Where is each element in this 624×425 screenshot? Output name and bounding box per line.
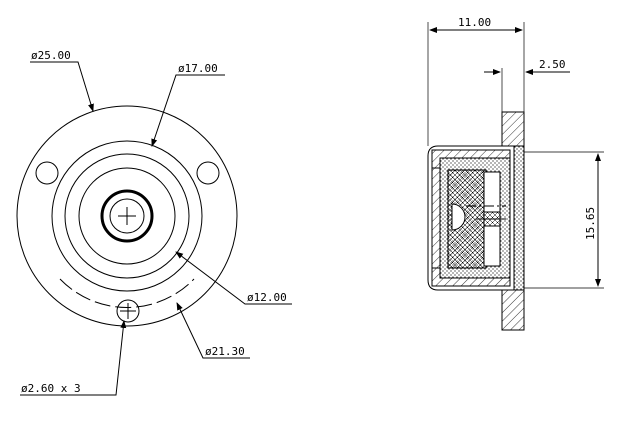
mid-circle-a xyxy=(51,140,203,292)
leader-bolt-circle xyxy=(176,302,250,359)
mount-hole-right xyxy=(196,161,220,185)
bore-circle-inner xyxy=(109,198,145,234)
leader-bore-dia xyxy=(175,251,292,305)
mid-circle-b xyxy=(64,153,190,279)
housing-outline xyxy=(427,145,515,291)
bore-circle-outer xyxy=(100,189,154,243)
bolt-circle-dashed xyxy=(59,278,195,308)
sensor-body xyxy=(447,169,487,269)
center-cross-icon xyxy=(118,207,136,225)
label-inner-dia: ø17.00 xyxy=(178,62,218,75)
flange-bottom xyxy=(501,289,525,331)
label-outer-dia: ø25.00 xyxy=(31,49,71,62)
outer-flange-circle xyxy=(16,105,238,327)
label-height: 15.65 xyxy=(584,207,597,240)
label-length: 11.00 xyxy=(458,16,491,29)
mount-hole-left xyxy=(35,161,59,185)
front-view: ø25.00 ø17.00 ø12.00 ø21.30 ø2.60 x 3 xyxy=(16,49,292,396)
mount-hole-bottom-cross xyxy=(120,303,136,319)
label-flange-thickness: 2.50 xyxy=(539,58,566,71)
mount-hole-bottom xyxy=(116,299,140,323)
flange-mid xyxy=(513,145,525,291)
label-hole-dia: ø2.60 x 3 xyxy=(21,382,81,395)
housing-left-wall xyxy=(431,167,441,269)
leader-inner-dia xyxy=(151,74,225,147)
leader-hole-dia xyxy=(20,320,127,396)
side-view: 11.00 2.50 15.65 xyxy=(427,16,604,331)
mid-circle-c xyxy=(78,167,176,265)
leader-outer-dia xyxy=(30,61,94,112)
label-bolt-circle: ø21.30 xyxy=(205,345,245,358)
label-bore-dia: ø12.00 xyxy=(247,291,287,304)
sensor-dome xyxy=(451,203,466,231)
flange-top xyxy=(501,111,525,147)
